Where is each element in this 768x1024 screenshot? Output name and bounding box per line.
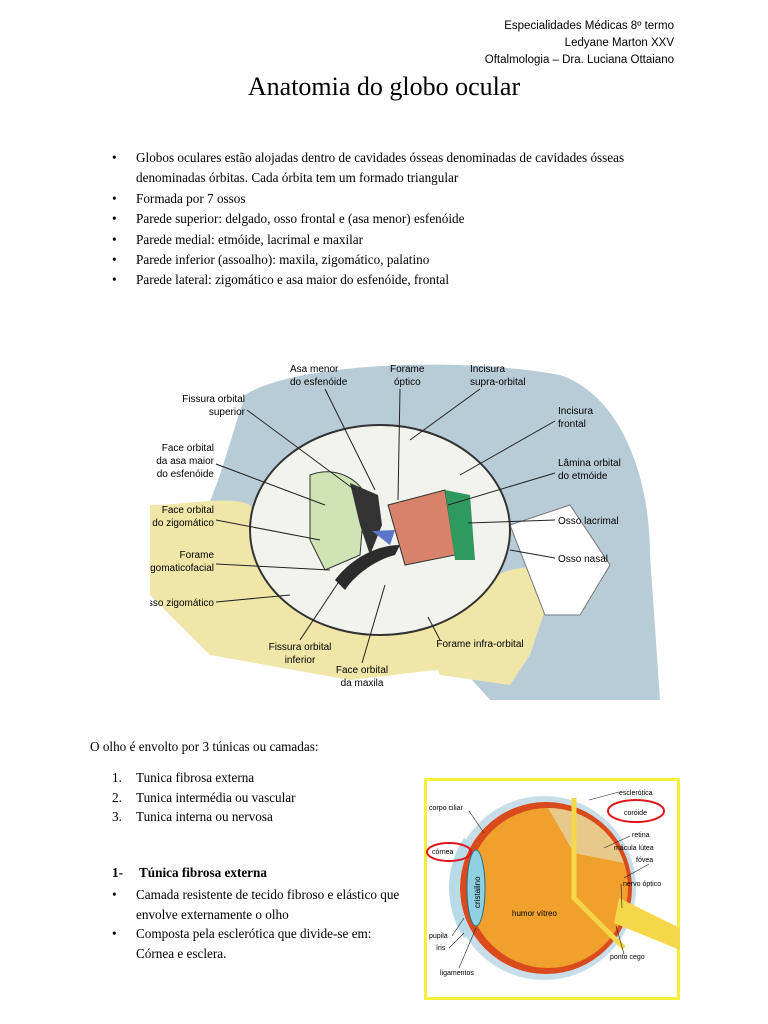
list-item: Formada por 7 ossos xyxy=(112,189,692,210)
label-ponto-cego: ponto cego xyxy=(610,954,645,961)
bullet-list: Globos oculares estão alojadas dentro de… xyxy=(112,148,692,291)
label-incisura-supra-2: supra-orbital xyxy=(470,377,526,388)
header-subject: Oftalmologia – Dra. Luciana Ottaiano xyxy=(484,54,674,66)
label-asa-menor-2: do esfenóide xyxy=(290,377,348,388)
nasal-bone xyxy=(509,504,611,616)
item-number: 3. xyxy=(112,809,122,825)
zygomatic-bone xyxy=(150,500,510,680)
label-fissura-sup-2: superior xyxy=(209,407,246,418)
section-bullet-list: Camada resistente de tecido fibroso e el… xyxy=(112,885,412,963)
list-item: Composta pela esclerótica que divide-se … xyxy=(112,924,412,963)
list-item: Globos oculares estão alojadas dentro de… xyxy=(112,148,692,189)
label-fissura-sup: Fissura orbital xyxy=(182,394,245,405)
optic-nerve xyxy=(614,898,680,950)
header-course: Especialidades Médicas 8º termo xyxy=(504,20,674,32)
label-iris: íris xyxy=(436,945,446,952)
label-retina: retina xyxy=(632,832,650,839)
greater-wing-face xyxy=(309,471,366,571)
figure-labels: esclerótica corpo ciliar coróide retina … xyxy=(429,790,661,977)
label-coroide: coróide xyxy=(624,810,647,817)
label-forame-optico: Forame xyxy=(390,364,425,375)
list-item: Parede lateral: zigomático e asa maior d… xyxy=(112,270,692,291)
label-face-asa-3: do esfenóide xyxy=(157,469,215,480)
label-face-asa: Face orbital xyxy=(162,443,214,454)
label-esclerotica: esclerótica xyxy=(619,790,653,797)
list-item: 1. Tunica fibrosa externa xyxy=(112,768,296,788)
label-forame-zig-2: zigomaticofacial xyxy=(150,563,214,574)
label-forame-optico-2: óptico xyxy=(394,377,421,388)
lacrimal-bone xyxy=(445,490,475,560)
label-incisura-frontal-2: frontal xyxy=(558,419,586,430)
item-text: Tunica interna ou nervosa xyxy=(136,809,273,825)
label-face-zig-2: do zigomático xyxy=(152,518,214,529)
label-fissura-inf: Fissura orbital xyxy=(269,642,332,653)
label-lamina-2: do etmóide xyxy=(558,471,608,482)
item-text: Tunica fibrosa externa xyxy=(136,770,255,785)
tunicas-list: 1. Tunica fibrosa externa 2. Tunica interm… xyxy=(112,768,296,827)
label-pupila: pupila xyxy=(429,933,448,940)
label-osso-nasal: Osso nasal xyxy=(558,554,608,565)
label-forame-infra: Forame infra-orbital xyxy=(436,639,523,650)
label-asa-menor: Asa menor xyxy=(290,364,339,375)
section-title: Túnica fibrosa externa xyxy=(139,865,267,880)
label-fovea: fóvea xyxy=(636,857,653,864)
orbital-fissure-sup xyxy=(350,483,382,555)
label-face-maxila: Face orbital xyxy=(336,665,388,676)
retina-layer xyxy=(571,798,626,950)
label-ligamentos: ligamentos xyxy=(440,970,474,977)
palatine-bone xyxy=(372,530,395,545)
cornea-highlight xyxy=(426,842,472,862)
label-humor-vitreo: humor vítreo xyxy=(512,909,557,918)
eye-anatomy-figure: esclerótica corpo ciliar coróide retina … xyxy=(424,778,680,1000)
leader-lines xyxy=(448,791,650,969)
label-cristalino: cristalino xyxy=(473,876,482,908)
cornea xyxy=(449,838,472,938)
list-item: Camada resistente de tecido fibroso e el… xyxy=(112,885,412,924)
label-face-asa-2: da asa maior xyxy=(156,456,214,467)
list-item: Parede inferior (assoalho): maxila, zigo… xyxy=(112,250,692,271)
list-item: Parede superior: delgado, osso frontal e… xyxy=(112,209,692,230)
page-title: Anatomia do globo ocular xyxy=(247,72,521,101)
orbit-anatomy-figure: Asa menor do esfenóide Forame óptico Inc… xyxy=(150,364,660,700)
crystalline-lens xyxy=(466,849,486,927)
document-header: Especialidades Médicas 8º termo Ledyane … xyxy=(485,18,674,69)
label-incisura-supra: Incisura xyxy=(470,364,505,375)
item-text: Tunica intermédia ou vascular xyxy=(136,789,296,805)
label-macula: mácula lútea xyxy=(614,845,654,852)
label-face-zig: Face orbital xyxy=(162,505,214,516)
label-corpo-ciliar: corpo ciliar xyxy=(429,805,464,812)
section-heading: 1- Túnica fibrosa externa xyxy=(112,865,267,881)
intro-text: O olho é envolto por 3 túnicas ou camada… xyxy=(90,739,319,754)
list-item: 2. Tunica intermédia ou vascular xyxy=(112,788,296,808)
label-incisura-frontal: Incisura xyxy=(558,406,593,417)
label-cornea: córnea xyxy=(432,849,454,856)
label-face-maxila-2: da maxila xyxy=(341,678,384,689)
section-number: 1- xyxy=(112,865,123,880)
choroid-highlight xyxy=(607,799,665,823)
item-number: 1. xyxy=(112,770,122,785)
label-nervo-optico: nervo óptico xyxy=(623,881,661,888)
label-forame-zig: Forame xyxy=(180,550,215,561)
label-osso-lacrimal: Osso lacrimal xyxy=(558,516,619,527)
item-number: 2. xyxy=(112,789,122,805)
header-author: Ledyane Marton XXV xyxy=(564,37,674,49)
list-item: Parede medial: etmóide, lacrimal e maxil… xyxy=(112,230,692,251)
list-item: 3. Tunica interna ou nervosa xyxy=(112,807,296,827)
leader-lines xyxy=(215,388,556,664)
orbital-fissure-inf xyxy=(335,545,400,590)
cut-section xyxy=(548,808,624,863)
label-lamina: Lâmina orbital xyxy=(558,458,621,469)
label-osso-zigomatico: Osso zigomático xyxy=(150,598,214,609)
figure-labels: Asa menor do esfenóide Forame óptico Inc… xyxy=(150,364,621,689)
label-fissura-inf-2: inferior xyxy=(285,655,316,666)
